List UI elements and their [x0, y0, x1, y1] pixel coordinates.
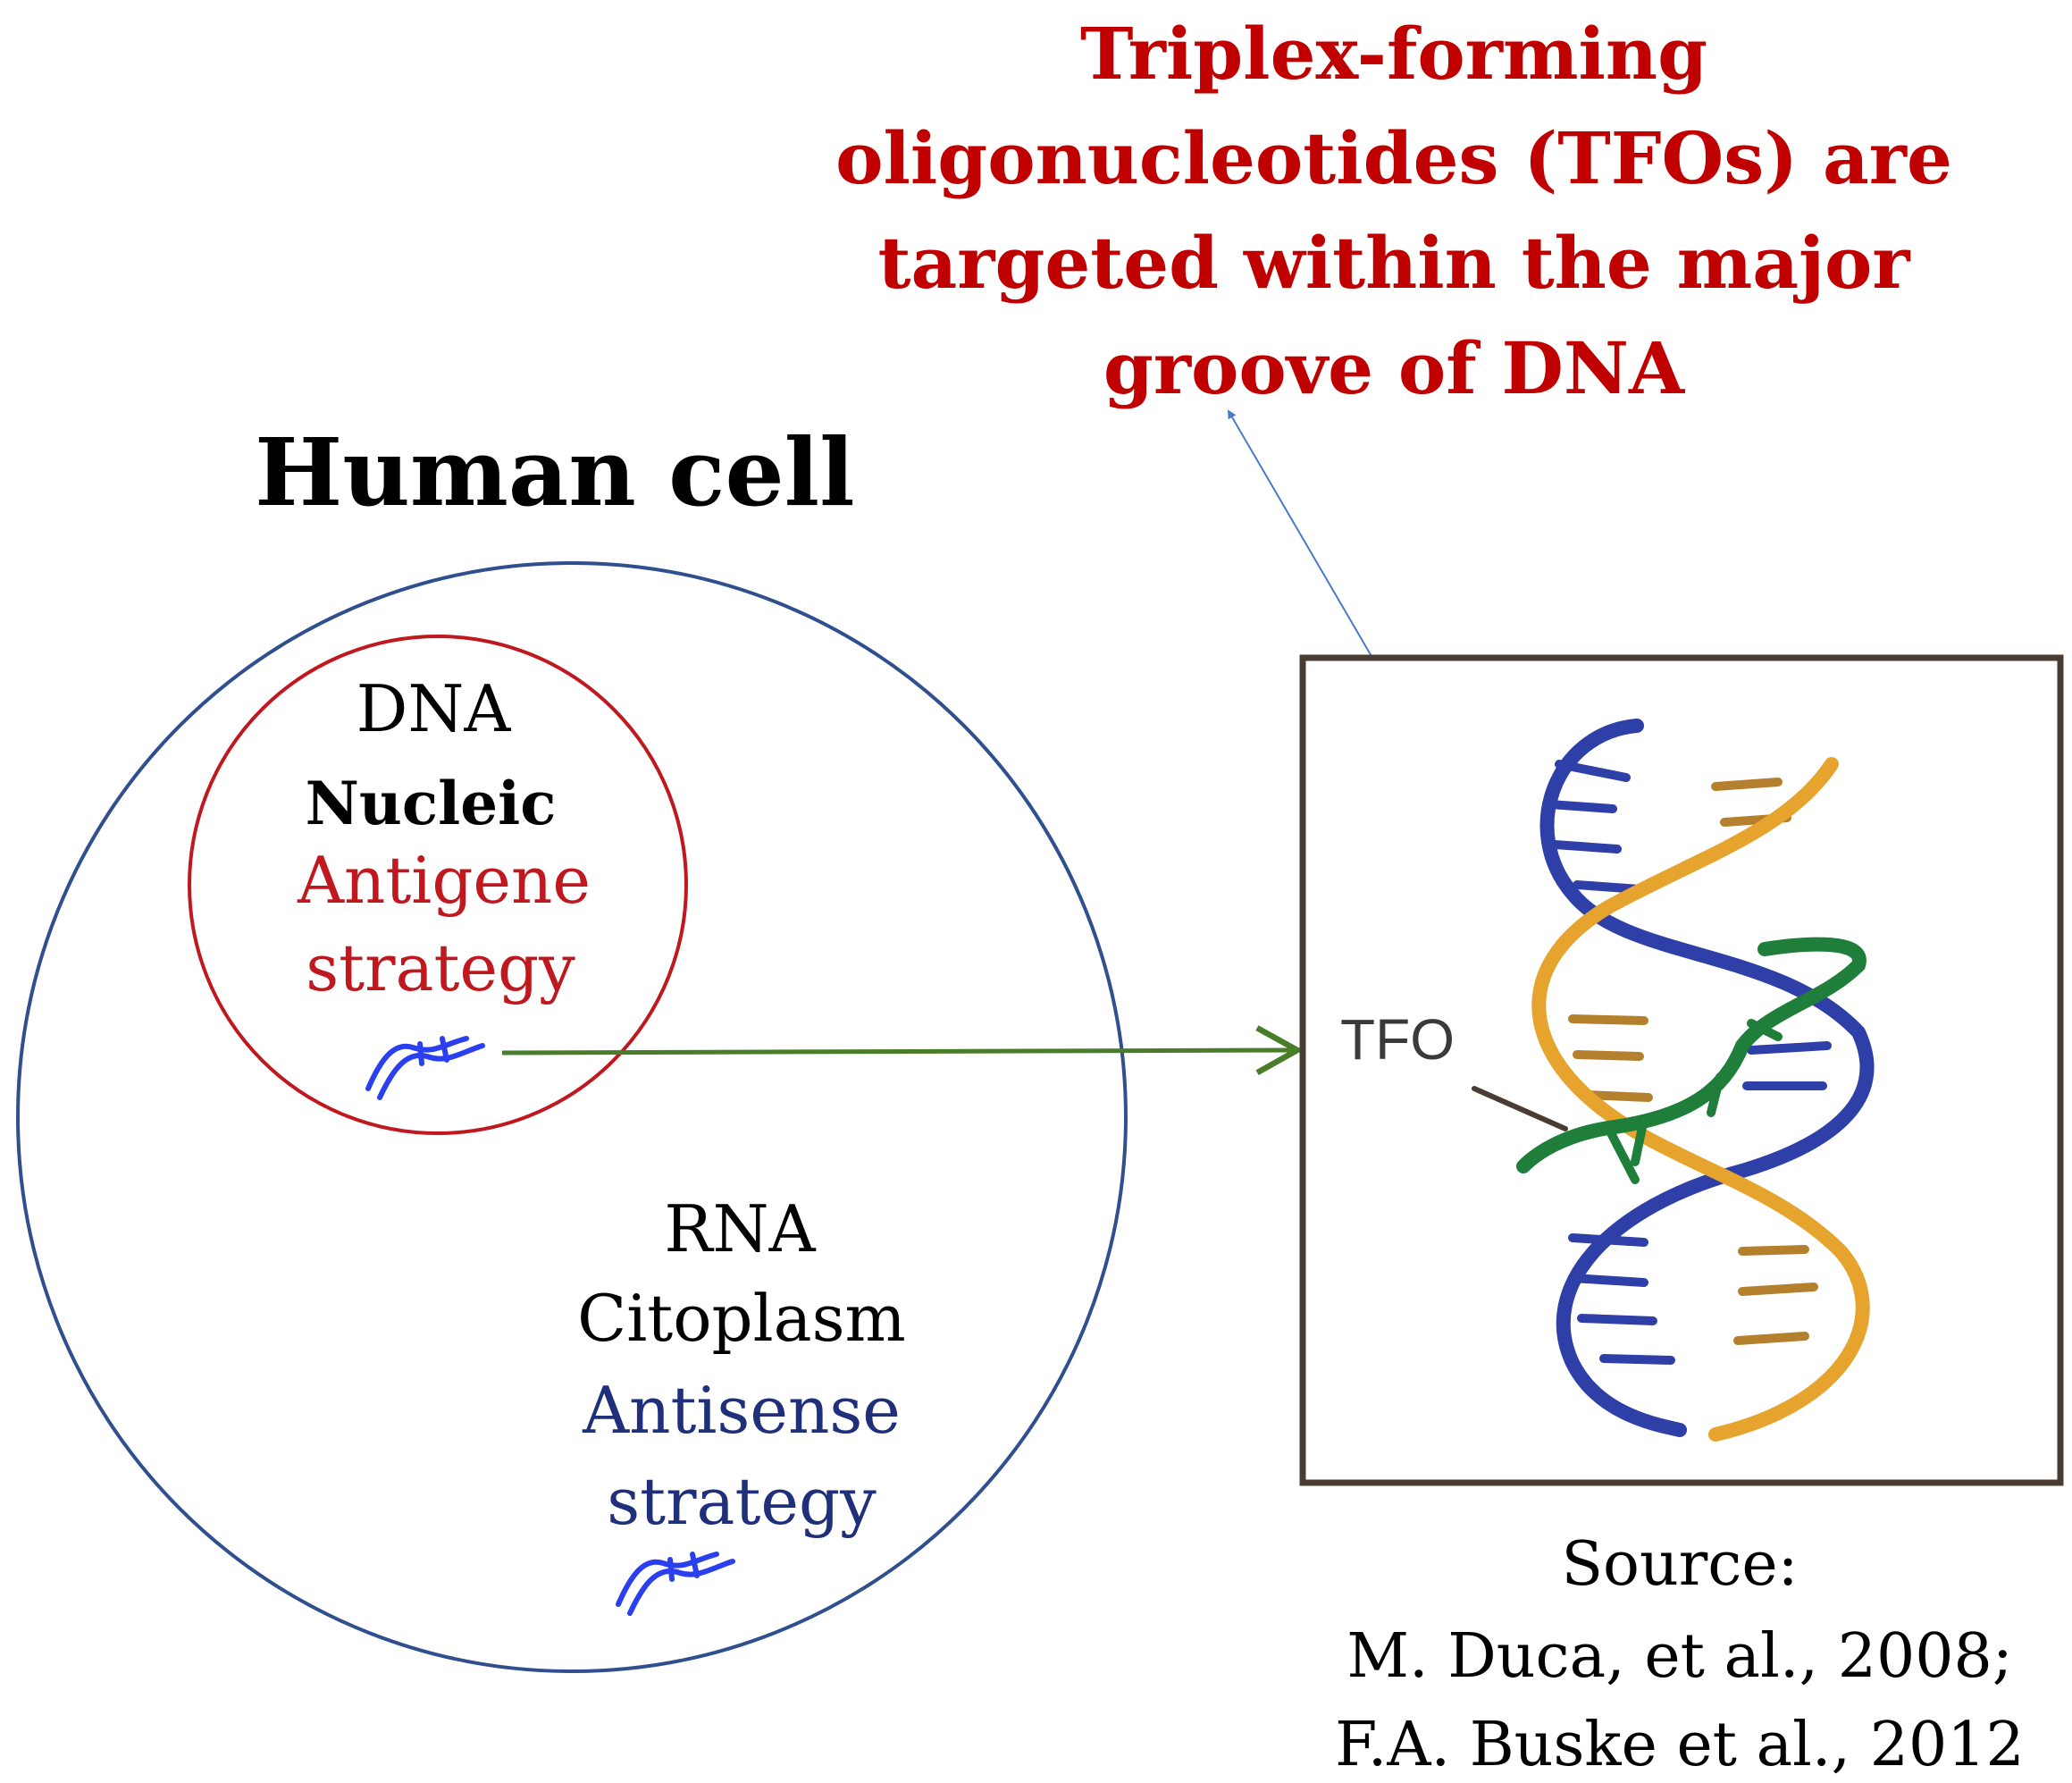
- tfo-strand-green: [1516, 937, 1866, 1173]
- rna-icon: [616, 1552, 735, 1616]
- antigene-strategy-label: strategy: [306, 930, 575, 1005]
- nucleus-labels: DNA Nucleic Antigene strategy: [297, 671, 591, 1005]
- headline-line-4: groove of DNA: [1103, 326, 1685, 410]
- cytoplasm-compartment: Citoplasm: [577, 1281, 906, 1356]
- nucleus-compartment: Nucleic: [306, 769, 557, 838]
- dna-strand-orange: [1531, 757, 1870, 1442]
- tfo-pointer-line: [1472, 1086, 1568, 1131]
- source-citation: Source: M. Duca, et al., 2008; F.A. Busk…: [1335, 1529, 2025, 1780]
- cytoplasm-labels: RNA Citoplasm Antisense strategy: [577, 1191, 906, 1539]
- antisense-label: Antisense: [582, 1373, 901, 1448]
- dna-strand-blue: [1539, 719, 1875, 1437]
- tfo-label: TFO: [1340, 1007, 1455, 1072]
- cell-title: Human cell: [255, 417, 855, 527]
- cell-membrane: [16, 561, 1128, 1673]
- headline-line-2: oligonucleotides (TFOs) are: [835, 116, 1952, 200]
- nucleus-membrane: [188, 635, 688, 1135]
- nucleus-molecule: DNA: [357, 671, 512, 746]
- antisense-strategy-label: strategy: [607, 1464, 877, 1539]
- tfo-bases-green: [1604, 1019, 1783, 1184]
- headline-line-3: targeted within the major: [878, 221, 1911, 305]
- dna-icon: [365, 1036, 485, 1100]
- source-ref-1: M. Duca, et al., 2008;: [1346, 1621, 2012, 1692]
- source-heading: Source:: [1561, 1529, 1798, 1600]
- antigene-label: Antigene: [297, 843, 591, 918]
- headline: Triplex-forming oligonucleotides (TFOs) …: [835, 12, 1952, 410]
- headline-line-1: Triplex-forming: [1080, 12, 1707, 96]
- green-arrow: [501, 1025, 1304, 1075]
- cytoplasm-molecule: RNA: [664, 1191, 816, 1266]
- inset-frame: [1299, 654, 2064, 1486]
- source-ref-2: F.A. Buske et al., 2012: [1335, 1710, 2025, 1780]
- triple-helix: [1472, 719, 1875, 1442]
- base-pairs-orange: [1568, 778, 1818, 1345]
